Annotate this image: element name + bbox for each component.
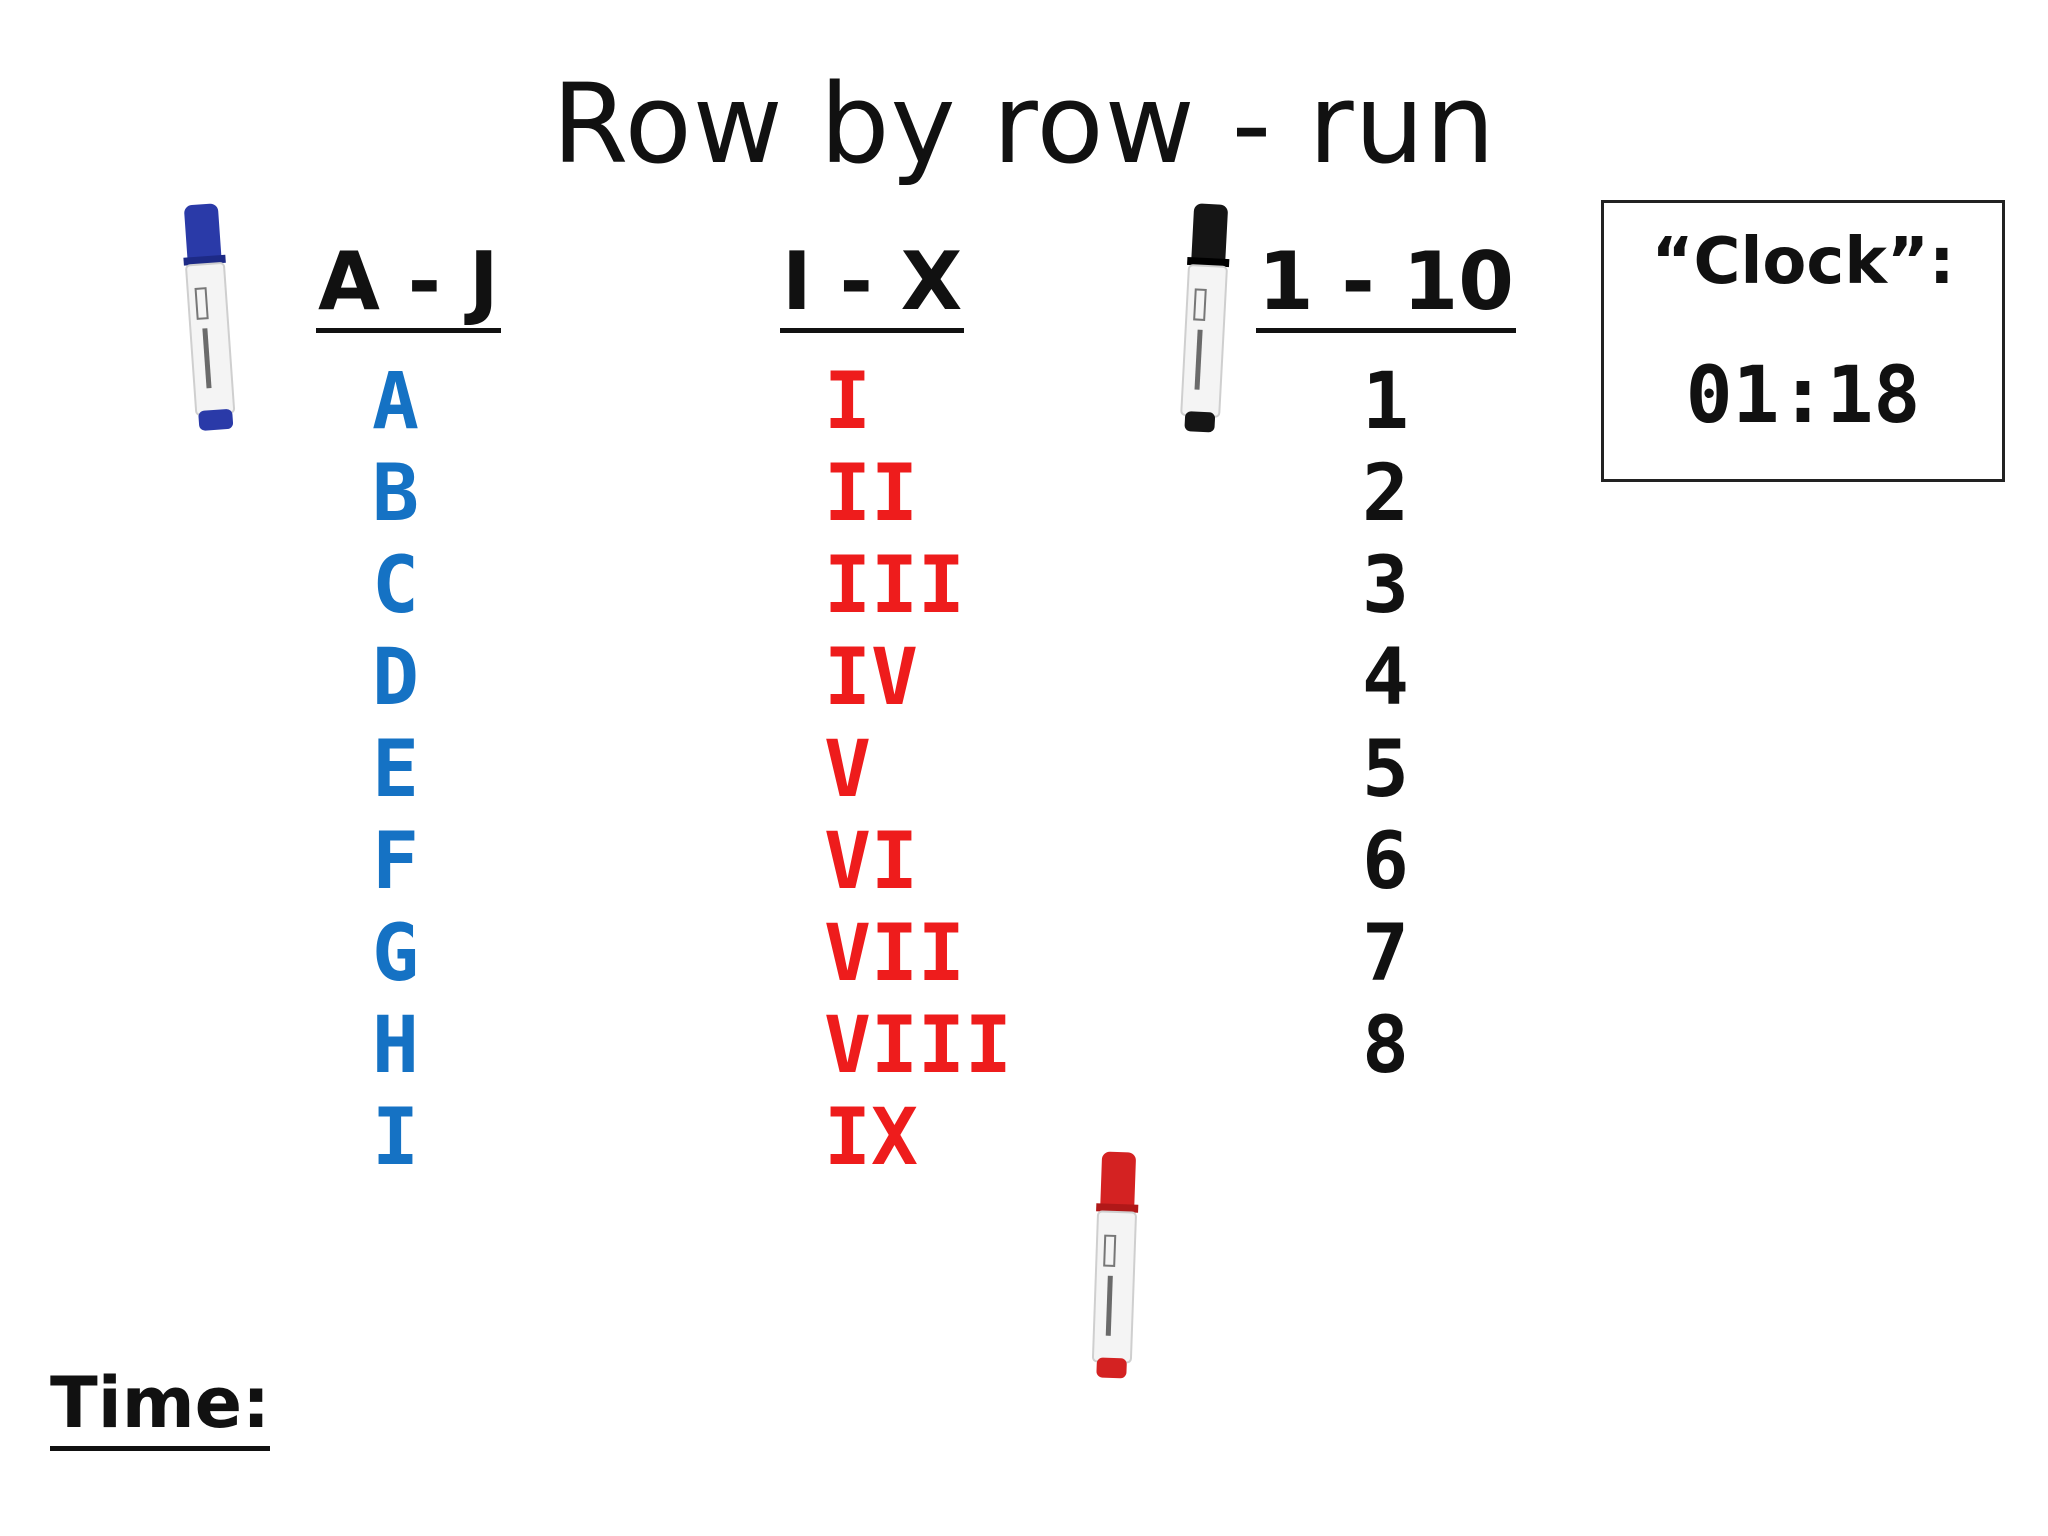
list-item: 1 [1362, 357, 1409, 447]
column-header-letters: A - J [316, 236, 501, 333]
blue-marker-icon [183, 203, 236, 431]
list-item: V [824, 725, 871, 815]
list-item: 4 [1362, 633, 1409, 723]
clock-label: “Clock”: [1651, 225, 1955, 299]
list-item: F [372, 817, 419, 907]
list-item: C [372, 541, 419, 631]
list-item: 5 [1362, 725, 1409, 815]
list-item: 6 [1362, 817, 1409, 907]
black-marker-icon [1180, 203, 1230, 433]
list-item: A [372, 357, 419, 447]
list-item: G [372, 909, 419, 999]
list-item: I [372, 1093, 419, 1183]
time-label: Time: [50, 1360, 271, 1451]
list-item: VI [824, 817, 918, 907]
list-item: 7 [1362, 909, 1409, 999]
roman-numerals-list: I II III IV V VI VII VIII IX [824, 356, 1012, 1184]
list-item: 8 [1362, 1001, 1409, 1091]
list-item: H [372, 1001, 419, 1091]
column-header-numbers: 1 - 10 [1256, 236, 1516, 333]
list-item: B [372, 449, 419, 539]
list-item: VII [824, 909, 965, 999]
list-item: III [824, 541, 965, 631]
clock-value: 01:18 [1685, 351, 1921, 441]
list-item: E [372, 725, 419, 815]
list-item: I [824, 357, 871, 447]
list-item: IV [824, 633, 918, 723]
list-item: IX [824, 1093, 918, 1183]
page-title: Row by row - run [552, 60, 1496, 188]
letters-list: A B C D E F G H I [372, 356, 419, 1184]
clock-box: “Clock”: 01:18 [1601, 200, 2005, 482]
column-header-roman: I - X [780, 236, 965, 333]
list-item: 2 [1362, 449, 1409, 539]
red-marker-icon [1091, 1151, 1139, 1379]
numbers-list: 1 2 3 4 5 6 7 8 [1362, 356, 1409, 1092]
list-item: VIII [824, 1001, 1012, 1091]
list-item: II [824, 449, 918, 539]
list-item: 3 [1362, 541, 1409, 631]
list-item: D [372, 633, 419, 723]
